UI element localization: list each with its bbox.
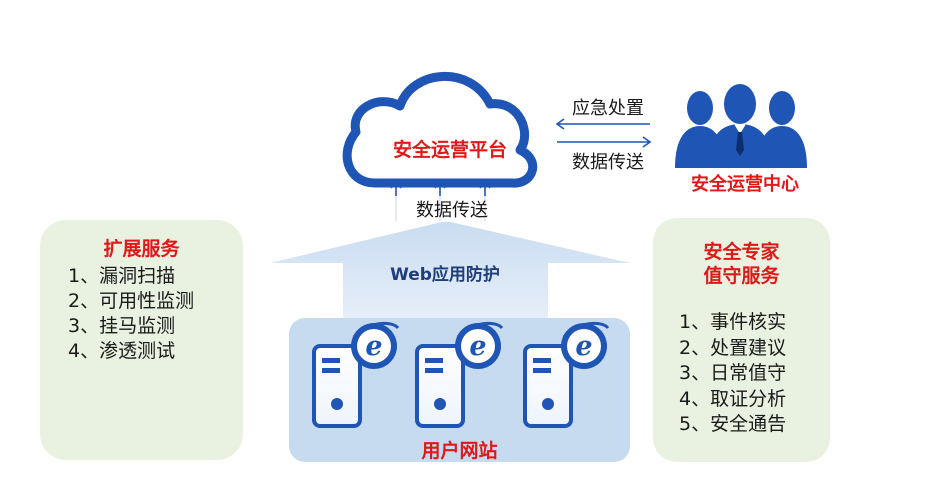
- transfer-arrow-icon: [557, 136, 652, 148]
- expert-services-title-line2: 值守服务: [703, 265, 780, 287]
- upload-label: 数据传送: [382, 196, 522, 222]
- svg-text:e: e: [365, 331, 382, 362]
- emergency-label: 应急处置: [572, 98, 644, 119]
- waf-arrow: [270, 221, 630, 318]
- list-item: 2、可用性监测: [68, 290, 195, 312]
- expert-services-list: 1、事件核实 2、处置建议 3、日常值守 4、取证分析 5、安全通告: [679, 310, 786, 438]
- extended-services-title: 扩展服务: [103, 238, 180, 260]
- server-icon: [523, 344, 573, 428]
- svg-text:e: e: [469, 331, 486, 362]
- soc-label: 安全运营中心: [691, 174, 799, 195]
- browser-e-icon: e: [351, 321, 400, 369]
- cloud-platform-label: 安全运营平台: [392, 139, 507, 161]
- list-item: 1、事件核实: [679, 311, 787, 333]
- browser-e-icon: e: [455, 321, 504, 369]
- svg-text:e: e: [575, 331, 592, 362]
- list-item: 3、日常值守: [679, 362, 787, 384]
- data-transfer-label: 数据传送: [572, 152, 644, 173]
- expert-services-title-line1: 安全专家: [703, 241, 780, 263]
- list-item: 5、安全通告: [679, 413, 787, 435]
- expert-services-title: 安全专家 值守服务: [653, 240, 830, 288]
- browser-e-icon: e: [561, 321, 610, 369]
- list-item: 3、挂马监测: [68, 315, 176, 337]
- expert-services-panel: 安全专家 值守服务 1、事件核实 2、处置建议 3、日常值守 4、取证分析 5、…: [653, 218, 830, 462]
- list-item: 4、取证分析: [679, 387, 787, 410]
- server-icon: [312, 344, 362, 428]
- waf-label: Web应用防护: [390, 265, 500, 285]
- list-item: 1、漏洞扫描: [68, 265, 176, 287]
- extended-services-panel: 扩展服务 1、漏洞扫描 2、可用性监测 3、挂马监测 4、渗透测试: [40, 220, 243, 460]
- list-item: 4、渗透测试: [68, 340, 176, 362]
- server-icon: [415, 344, 465, 428]
- security-team-icon: [675, 84, 807, 168]
- emergency-arrow-icon: [555, 118, 650, 130]
- list-item: 2、处置建议: [679, 336, 787, 359]
- user-websites-label: 用户网站: [421, 440, 498, 462]
- cloud-icon: [342, 72, 538, 188]
- extended-services-list: 1、漏洞扫描 2、可用性监测 3、挂马监测 4、渗透测试: [68, 264, 194, 364]
